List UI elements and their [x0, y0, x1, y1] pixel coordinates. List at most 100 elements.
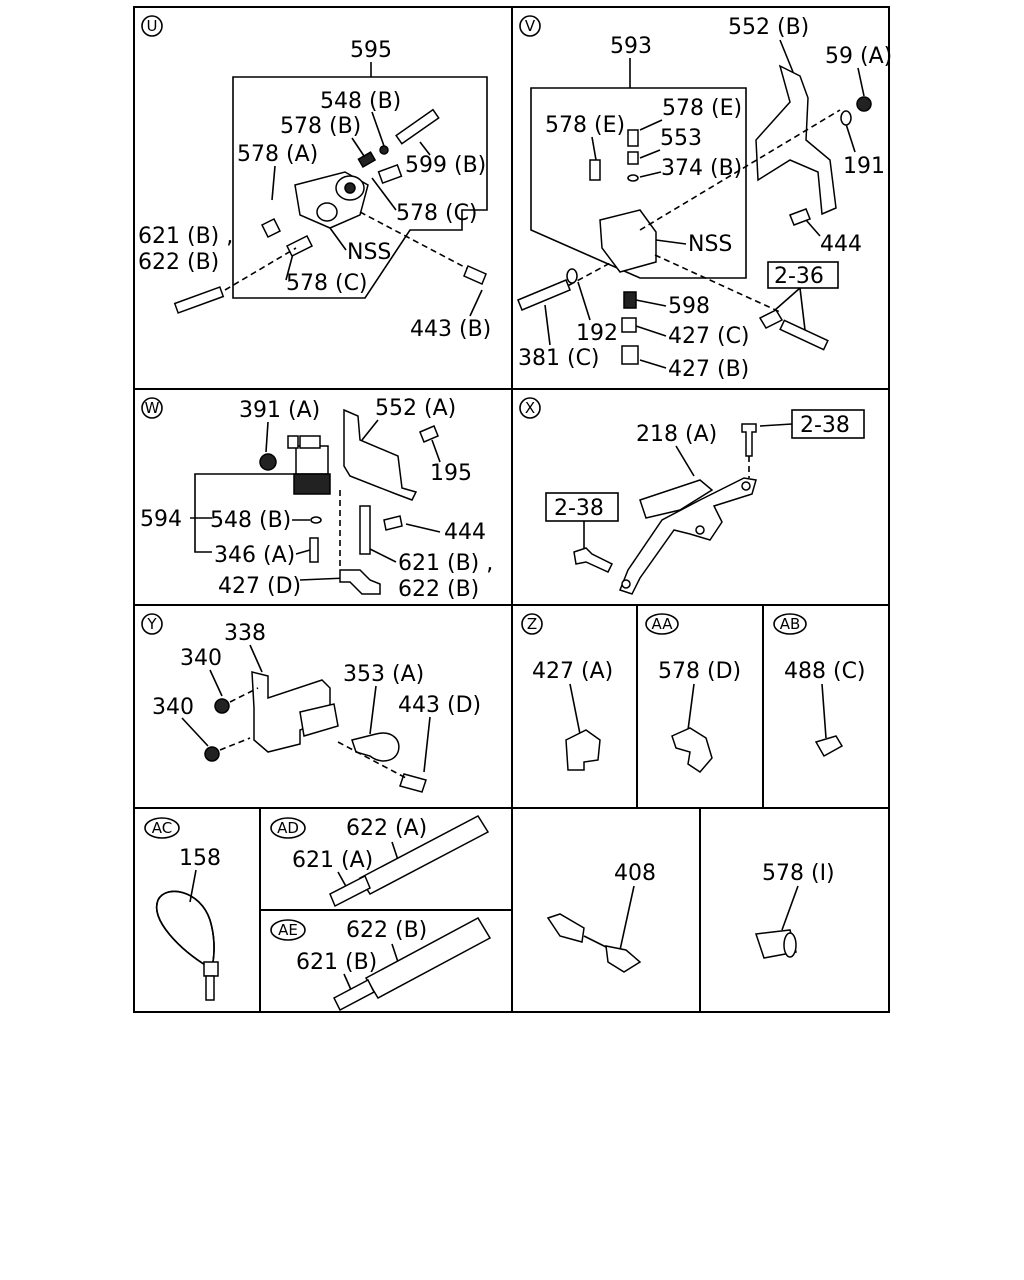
label-381c: 381 (C) [518, 346, 600, 371]
label-346a: 346 (A) [214, 543, 295, 568]
section-578i: 578 (I) [754, 861, 835, 959]
label-59a: 59 (A) [825, 44, 892, 69]
nut-340-a [214, 698, 230, 714]
bolt-381c [517, 279, 571, 311]
section-z-marker [521, 613, 543, 635]
fitting-578a [260, 217, 282, 239]
label-548b: 548 (B) [320, 89, 401, 114]
section-y: Y 338 340 353 (A) 340 443 (D) [141, 613, 481, 793]
label-621b-w: 621 (B) , [398, 551, 493, 576]
label-192: 192 [576, 321, 618, 346]
elbow-427a [565, 729, 601, 771]
ref-box-2-38-b [545, 492, 619, 522]
section-z: Z 427 (A) [521, 613, 613, 771]
tie-tail-158 [205, 975, 215, 1001]
washer-192 [566, 268, 578, 284]
section-ad-tag: AD [277, 819, 299, 837]
grid-frame [133, 6, 890, 1013]
label-548b-w: 548 (B) [210, 508, 291, 533]
label-622a: 622 (A) [346, 816, 427, 841]
label-593: 593 [610, 34, 652, 59]
label-427a: 427 (A) [532, 659, 613, 684]
section-y-tag: Y [146, 615, 157, 633]
fitting-598 [623, 291, 637, 309]
bolt-444-v [789, 208, 811, 226]
oring-548b-w [310, 516, 322, 524]
label-340-a: 340 [180, 646, 222, 671]
bolt-444-w [383, 515, 403, 531]
label-621b-ae: 621 (B) [296, 950, 377, 975]
tube-621b-w [359, 505, 371, 555]
ref-box-2-36 [767, 261, 839, 289]
label-578e-1: 578 (E) [662, 96, 742, 121]
label-191: 191 [843, 154, 885, 179]
fitting-548b [379, 145, 389, 155]
label-578c-1: 578 (C) [396, 201, 478, 226]
section-ab: AB 488 (C) [773, 613, 866, 758]
label-374b: 374 (B) [661, 156, 742, 181]
section-v-tag: V [525, 17, 536, 35]
label-594: 594 [140, 507, 182, 532]
section-ac-tag: AC [152, 819, 172, 837]
bracket-218a-top [639, 479, 714, 519]
clip-353a [351, 732, 400, 762]
label-444-v: 444 [820, 232, 862, 257]
section-ab-tag: AB [780, 615, 801, 633]
section-u-marker [141, 15, 163, 37]
label-578a: 578 (A) [237, 142, 318, 167]
label-2-36: 2-36 [774, 264, 824, 289]
label-598: 598 [668, 294, 710, 319]
section-ae: AE 622 (B) 621 (B) [270, 917, 492, 1012]
section-u-tag: U [147, 17, 158, 35]
section-ae-marker [270, 919, 306, 941]
label-195: 195 [430, 461, 472, 486]
bolt-195 [419, 425, 439, 443]
label-578b: 578 (B) [280, 114, 361, 139]
label-552a: 552 (A) [375, 396, 456, 421]
oring-374b [627, 174, 639, 182]
section-aa-marker [645, 613, 679, 635]
label-427c: 427 (C) [668, 324, 750, 349]
section-ad-marker [270, 817, 306, 839]
label-443d: 443 (D) [398, 693, 481, 718]
label-553: 553 [660, 126, 702, 151]
section-u: U 595 548 (B) 578 (B) 578 (A) 599 (B) 57… [138, 15, 491, 342]
section-y-marker [141, 613, 163, 635]
label-578c-2: 578 (C) [286, 271, 368, 296]
section-aa: AA 578 (D) [645, 613, 741, 773]
label-158: 158 [179, 846, 221, 871]
label-552b: 552 (B) [728, 15, 809, 40]
section-z-tag: Z [527, 615, 537, 633]
fitting-v-right [758, 309, 784, 329]
section-x-marker [519, 397, 541, 419]
label-391a: 391 (A) [239, 398, 320, 423]
section-ac-marker [144, 817, 180, 839]
section-ab-marker [773, 613, 807, 635]
label-578i: 578 (I) [762, 861, 835, 886]
fitting-553 [627, 151, 639, 165]
section-aa-tag: AA [652, 615, 674, 633]
tie-head-158 [203, 961, 219, 977]
section-v-marker [519, 15, 541, 37]
label-444-w: 444 [444, 520, 486, 545]
bracket-552b [755, 64, 837, 216]
nut-391a [259, 453, 277, 471]
bolt-x-bottom [573, 547, 614, 573]
bracket-338-tab [299, 703, 339, 737]
label-578d: 578 (D) [658, 659, 741, 684]
section-408: 408 [546, 861, 656, 973]
label-622b-w: 622 (B) [398, 577, 479, 602]
label-621b: 621 (B) , [138, 224, 233, 249]
tube-599b [395, 108, 440, 145]
fitting-578c-2 [285, 234, 314, 258]
nut-340-b [204, 746, 220, 762]
label-443b: 443 (B) [410, 317, 491, 342]
label-488c: 488 (C) [784, 659, 866, 684]
label-218a: 218 (A) [636, 422, 717, 447]
bolt-443d [399, 773, 427, 793]
fitting-578c [377, 163, 403, 185]
label-622b-ae: 622 (B) [346, 918, 427, 943]
block-nss-v [599, 209, 657, 273]
label-353a: 353 (A) [343, 662, 424, 687]
